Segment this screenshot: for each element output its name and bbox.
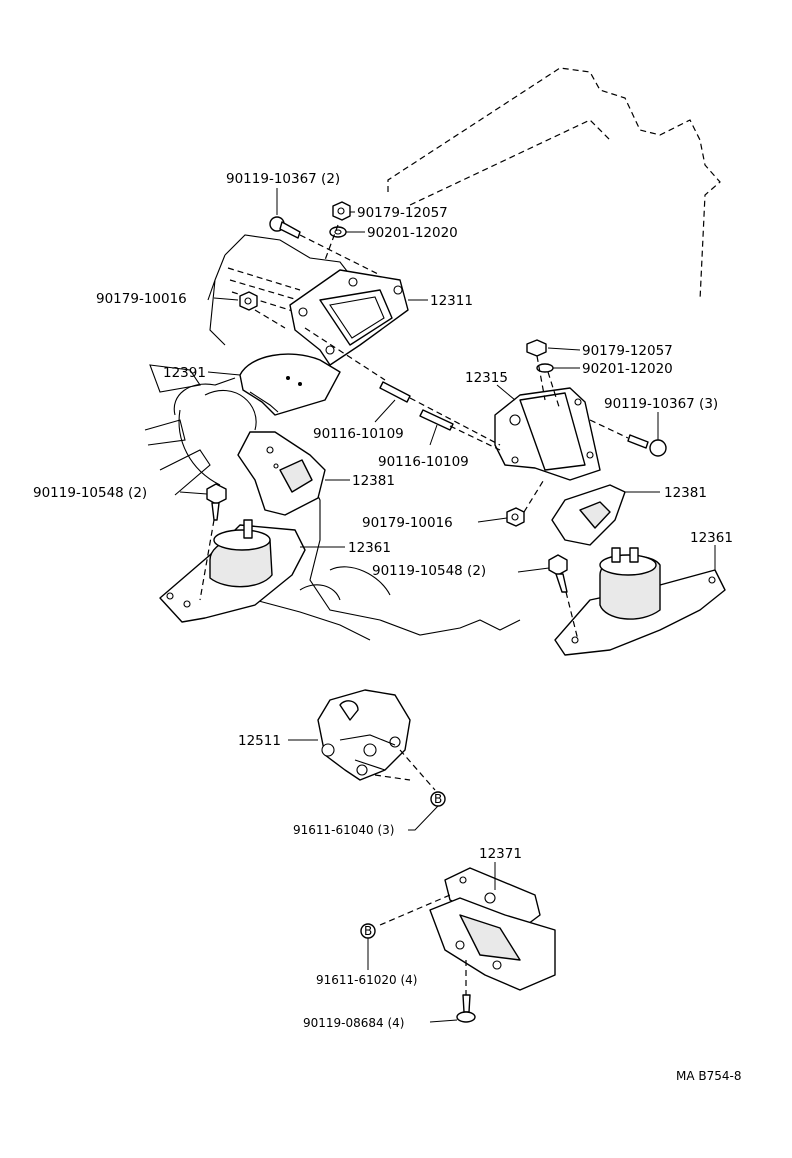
bracket-12315: [494, 387, 601, 481]
label-nut-90179-12057-top: 90179-12057: [357, 205, 448, 221]
nut-90179-10016-left-icon: [239, 291, 258, 311]
mount-12371: [429, 867, 556, 991]
label-stud-90116-10109-a: 90116-10109: [313, 426, 404, 442]
bolt-90119-10367-3-icon: [627, 434, 667, 457]
label-bracket-12315: 12315: [465, 370, 508, 386]
stud-90116-10109-b-icon: [419, 409, 454, 431]
cover-12391: [239, 353, 341, 416]
insulator-12381-left: [237, 431, 326, 516]
fan-outline: [144, 364, 257, 496]
bolt-90119-10367-2-icon: [269, 216, 301, 239]
circle-b-letter-2: B: [364, 924, 372, 938]
label-bolt-91611-61020: 91611-61020 (4): [316, 973, 418, 987]
label-nut-90179-10016-right: 90179-10016: [362, 515, 453, 531]
nut-90179-12057-right-icon: [526, 339, 547, 357]
circle-b-marker-2: B: [360, 923, 376, 939]
label-bolt-90119-10367-2: 90119-10367 (2): [226, 171, 340, 187]
label-bracket-12511: 12511: [238, 733, 281, 749]
label-mount-12371: 12371: [479, 846, 522, 862]
leader-lines: [179, 188, 716, 1023]
bracket-12511: [317, 689, 411, 781]
reference-code: MA B754-8: [676, 1069, 741, 1083]
label-nut-90179-12057-right: 90179-12057: [582, 343, 673, 359]
label-stud-90116-10109-b: 90116-10109: [378, 454, 469, 470]
label-nut-90179-10016-left: 90179-10016: [96, 291, 187, 307]
label-bolt-91611-61040: 91611-61040 (3): [293, 823, 395, 837]
engine-lower-outline: [254, 459, 521, 641]
label-bolt-90119-10548-left: 90119-10548 (2): [33, 485, 147, 501]
label-insulator-12381-right: 12381: [664, 485, 707, 501]
assembly-dashed-lines: [199, 224, 629, 995]
label-washer-90201-12020-right: 90201-12020: [582, 361, 673, 377]
label-bracket-12311: 12311: [430, 293, 473, 309]
insulator-12381-right: [551, 484, 626, 546]
label-bolt-90119-10367-3: 90119-10367 (3): [604, 396, 718, 412]
bracket-12311: [289, 269, 409, 366]
label-bolt-90119-08684: 90119-08684 (4): [303, 1016, 405, 1030]
nut-90179-10016-right-icon: [506, 507, 525, 527]
mount-12361-left: [159, 519, 306, 623]
engine-block-outline: [207, 67, 721, 346]
stud-90116-10109-a-icon: [379, 381, 411, 403]
nut-90179-12057-top-icon: [332, 201, 351, 221]
bolt-90119-10548-right-icon: [548, 554, 568, 593]
washer-90201-12020-top-icon: [329, 226, 347, 238]
bolt-90119-10548-left-icon: [206, 483, 227, 521]
circle-b-letter-1: B: [434, 792, 442, 806]
circle-b-marker-1: B: [430, 791, 446, 807]
label-insulator-12381-left: 12381: [352, 473, 395, 489]
label-cover-12391: 12391: [163, 365, 206, 381]
part-labels: 90119-10367 (2) 90179-12057 90201-12020 …: [33, 171, 741, 1083]
label-washer-90201-12020-top: 90201-12020: [367, 225, 458, 241]
label-bolt-90119-10548-right: 90119-10548 (2): [372, 563, 486, 579]
mount-12361-right: [554, 547, 726, 656]
label-mount-12361-left: 12361: [348, 540, 391, 556]
label-mount-12361-right: 12361: [690, 530, 733, 546]
bolt-90119-08684-icon: [456, 994, 476, 1023]
